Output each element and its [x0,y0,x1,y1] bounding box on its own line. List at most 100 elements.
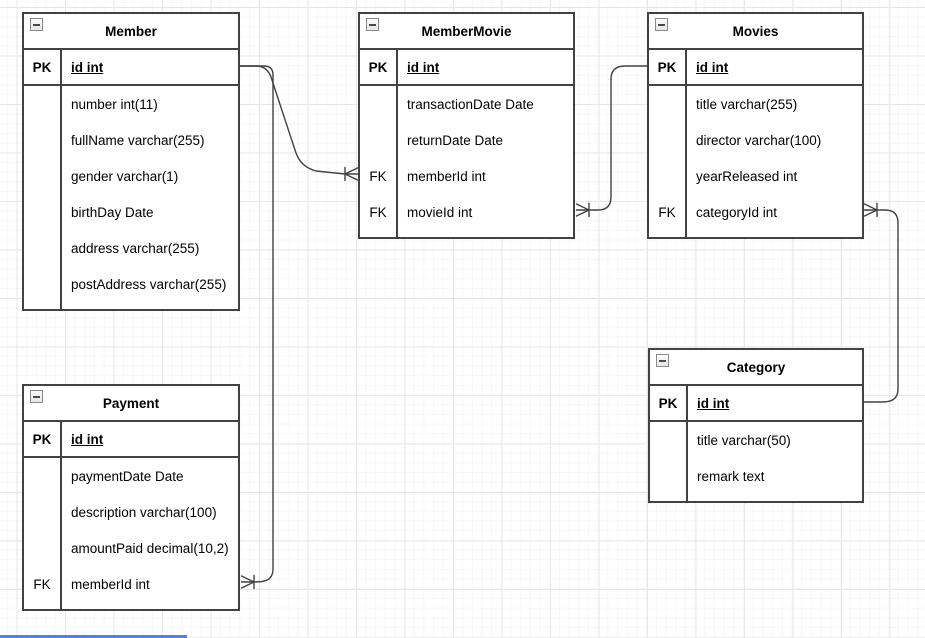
field-cell: transactionDate Date [407,96,534,112]
field-cell: birthDay Date [71,204,154,220]
minus-glyph [33,23,40,26]
minus-glyph [658,23,665,26]
pk-field: id int [71,431,104,447]
pk-divider [650,420,862,422]
key-column-divider [396,50,398,237]
table-title: Payment [102,395,160,411]
field-cell: title varchar(50) [697,432,791,448]
pk-divider [649,84,862,86]
table-header: MemberMovie [360,14,573,50]
table-row[interactable]: FK memberId int [24,566,238,602]
crow-foot-many-icon [240,574,255,590]
entity-membermovie[interactable]: MemberMovie PK id int transactionDate Da… [358,12,575,239]
table-row[interactable]: fullName varchar(255) [24,122,238,158]
table-header: Member [24,14,238,50]
key-column-divider [60,422,62,609]
table-header: Category [650,350,862,386]
table-row-pk[interactable]: PK id int [24,50,238,84]
entity-movies[interactable]: Movies PK id int title varchar(255) dire… [647,12,864,239]
table-row[interactable]: postAddress varchar(255) [24,266,238,302]
field-cell: postAddress varchar(255) [71,276,227,292]
table-row[interactable]: amountPaid decimal(10,2) [24,530,238,566]
table-title: MemberMovie [421,23,512,39]
pk-divider [360,84,573,86]
field-cell: memberId int [407,168,486,184]
table-row[interactable]: director varchar(100) [649,122,862,158]
field-cell: memberId int [71,576,150,592]
pk-field: id int [696,59,729,75]
crow-foot-many-icon [575,202,590,218]
key-column-divider [60,50,62,309]
fk-badge: FK [658,204,676,220]
field-cell: returnDate Date [407,132,504,148]
table-row[interactable]: FK movieId int [360,194,573,230]
table-row-pk[interactable]: PK id int [24,422,238,456]
edge-movies-membermovie[interactable] [575,65,648,218]
entity-member[interactable]: Member PK id int number int(11) fullName… [22,12,240,311]
table-row[interactable]: title varchar(255) [649,86,862,122]
collapse-icon[interactable] [30,18,43,31]
table-row[interactable]: title varchar(50) [650,422,862,458]
table-row[interactable]: transactionDate Date [360,86,573,122]
table-header: Payment [24,386,238,422]
pk-badge: PK [32,431,52,447]
field-cell: remark text [697,468,765,484]
pk-field: id int [71,59,104,75]
collapse-icon[interactable] [655,18,668,31]
key-column-divider [686,386,688,501]
table-row[interactable]: birthDay Date [24,194,238,230]
key-column-divider [685,50,687,237]
field-cell: yearReleased int [696,168,798,184]
field-cell: paymentDate Date [71,468,184,484]
entity-category[interactable]: Category PK id int title varchar(50) rem… [648,348,864,503]
collapse-icon[interactable] [30,390,43,403]
pk-divider [24,456,238,458]
table-row[interactable]: FK memberId int [360,158,573,194]
table-row[interactable]: remark text [650,458,862,494]
table-row-pk[interactable]: PK id int [360,50,573,84]
crow-foot-many-icon [863,202,878,218]
crow-foot-many-icon [344,166,359,182]
table-title: Category [726,359,786,375]
minus-glyph [659,359,666,362]
table-title: Member [105,23,157,39]
fk-badge: FK [369,204,387,220]
pk-badge: PK [658,395,678,411]
collapse-icon[interactable] [366,18,379,31]
entity-payment[interactable]: Payment PK id int paymentDate Date descr… [22,384,240,611]
pk-badge: PK [32,59,52,75]
table-row[interactable]: FK categoryId int [649,194,862,230]
table-row[interactable]: returnDate Date [360,122,573,158]
collapse-icon[interactable] [656,354,669,367]
edge-category-movies[interactable] [863,202,899,403]
field-cell: amountPaid decimal(10,2) [71,540,229,556]
minus-glyph [33,395,40,398]
fk-badge: FK [33,576,51,592]
table-row[interactable]: gender varchar(1) [24,158,238,194]
field-cell: categoryId int [696,204,778,220]
edge-member-payment[interactable] [239,65,274,590]
table-row[interactable]: description varchar(100) [24,494,238,530]
page-edge-line [0,635,187,638]
table-title: Movies [732,23,779,39]
table-row[interactable]: number int(11) [24,86,238,122]
edge-member-membermovie[interactable] [239,65,359,182]
field-cell: description varchar(100) [71,504,217,520]
pk-badge: PK [368,59,388,75]
table-header: Movies [649,14,862,50]
minus-glyph [369,23,376,26]
field-cell: address varchar(255) [71,240,200,256]
table-row[interactable]: paymentDate Date [24,458,238,494]
fk-badge: FK [369,168,387,184]
table-row-pk[interactable]: PK id int [650,386,862,420]
table-row[interactable]: yearReleased int [649,158,862,194]
pk-field: id int [697,395,730,411]
field-cell: number int(11) [71,96,158,112]
field-cell: movieId int [407,204,473,220]
field-cell: title varchar(255) [696,96,798,112]
table-row-pk[interactable]: PK id int [649,50,862,84]
pk-badge: PK [657,59,677,75]
table-row[interactable]: address varchar(255) [24,230,238,266]
